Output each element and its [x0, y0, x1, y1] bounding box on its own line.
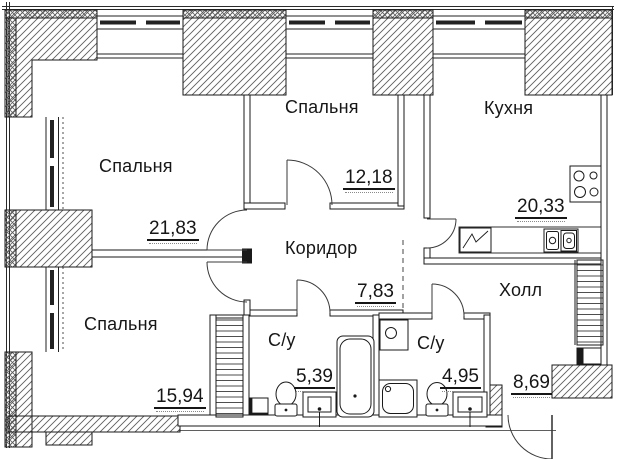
hall-label: Холл — [499, 280, 543, 300]
door-bedroom-3 — [206, 261, 248, 303]
wall-sw-block — [4, 351, 33, 448]
kitchen-fixtures — [458, 165, 602, 254]
wall-left-pylon — [4, 209, 93, 268]
wall-entrance-east — [551, 364, 613, 399]
wall-bathroom2-north-w — [378, 312, 433, 320]
window-left-1 — [45, 117, 64, 210]
window-top-3 — [433, 15, 525, 59]
toilet-icon — [274, 381, 298, 417]
bedroom-2-label: Спальня — [285, 97, 359, 117]
hall-wardrobe-icon — [574, 259, 604, 365]
bathroom-1-area: 5,39 — [294, 366, 335, 392]
wall-bedrooms-divider — [91, 249, 245, 258]
wardrobes — [215, 259, 604, 418]
fridge-icon — [459, 227, 492, 253]
bathroom-2-label: С/у — [417, 333, 445, 353]
door-bedroom-1 — [206, 209, 248, 251]
bedroom-3-label: Спальня — [84, 314, 158, 334]
wall-kitchen-west-a — [423, 94, 431, 219]
wardrobe-icon — [215, 317, 244, 418]
window-top-2 — [286, 15, 373, 59]
wall-junction-cap — [242, 248, 252, 264]
wall-shaft-west — [397, 94, 405, 207]
kitchen-label: Кухня — [484, 98, 534, 118]
bathroom-2-area: 4,95 — [440, 366, 481, 392]
door-bedroom-2 — [286, 159, 333, 206]
wall-nw-corner — [4, 9, 98, 118]
partition-walls — [91, 94, 608, 427]
windows — [45, 15, 525, 352]
bedroom-2-area: 12,18 — [343, 167, 395, 193]
wall-bedroom3-east — [209, 314, 217, 419]
washing-machine-icon — [379, 319, 409, 351]
hall-area: 8,69 — [511, 372, 552, 398]
kitchen-area: 20,33 — [515, 196, 567, 222]
entrance-door — [507, 414, 553, 459]
shower-tray-icon — [378, 379, 418, 418]
bedroom-3-area: 15,94 — [154, 386, 206, 412]
door-bathroom-2 — [431, 283, 465, 317]
wall-bedroom2-south-w — [243, 202, 286, 210]
corridor-label: Коридор — [285, 238, 358, 258]
wall-top-pylon-1 — [182, 9, 287, 96]
bedroom-1-label: Спальня — [99, 156, 173, 176]
wall-bathroom1-west — [242, 314, 250, 419]
bathroom-1-label: С/у — [268, 330, 296, 350]
wall-bedroom1-east — [243, 94, 251, 208]
wall-bedroom2-south-e — [329, 202, 405, 210]
window-left-2 — [45, 267, 64, 352]
door-kitchen — [426, 218, 457, 249]
exterior-walls — [4, 9, 613, 448]
bathtub-icon — [336, 335, 375, 418]
kitchen-sink-icon — [543, 228, 579, 253]
stove-icon — [569, 165, 602, 203]
wall-ne-corner — [524, 9, 613, 96]
sink-icon — [452, 391, 488, 427]
door-bathroom-1 — [296, 279, 331, 314]
wall-south-west-step — [45, 431, 93, 446]
bathroom-2-fixtures — [378, 319, 488, 427]
wall-kitchen-south — [423, 257, 602, 265]
bedroom-1-area: 21,83 — [147, 218, 199, 244]
toilet-icon — [425, 382, 449, 417]
doors — [206, 159, 553, 459]
kitchen-counter — [458, 226, 602, 254]
corner-unit-icon — [249, 397, 269, 416]
corridor-area: 7,83 — [355, 281, 396, 307]
wall-corridor-south-w — [243, 309, 298, 317]
bathroom-1-fixtures — [249, 335, 375, 427]
wall-top-pylon-2 — [372, 9, 434, 96]
window-top-1 — [97, 15, 183, 59]
sink-icon — [302, 391, 337, 427]
wall-south-west — [7, 415, 181, 433]
